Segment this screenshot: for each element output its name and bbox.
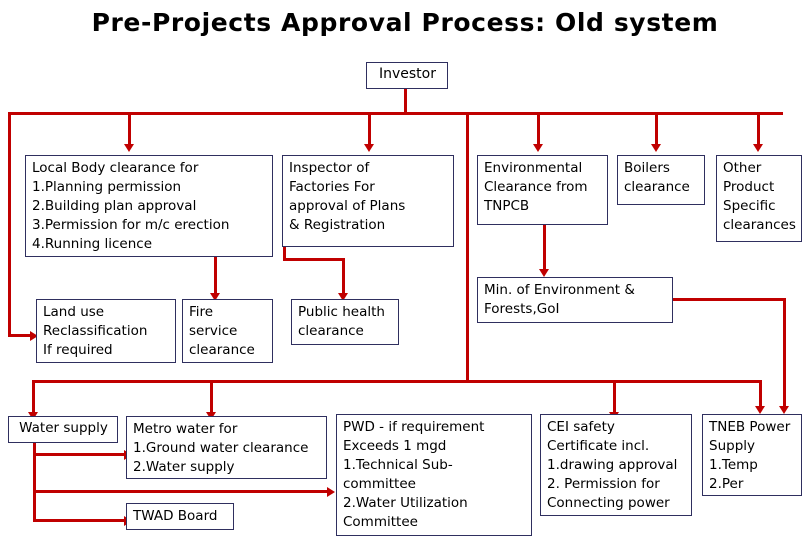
connector-bus-to-inspector bbox=[368, 112, 371, 145]
connector-watersupply-to-twad bbox=[33, 519, 126, 522]
connector-bus-to-other bbox=[757, 112, 760, 145]
node-fire-service-clearance[interactable]: Fire service clearance bbox=[182, 299, 273, 363]
connector-bottom-bus bbox=[32, 380, 762, 383]
arrow-tneb-from-bus bbox=[755, 406, 765, 414]
node-metro-water[interactable]: Metro water for 1.Ground water clearance… bbox=[126, 416, 327, 479]
connector-bus-to-tneb bbox=[759, 380, 762, 408]
connector-investor-stem bbox=[404, 88, 407, 115]
connector-top-bus bbox=[8, 112, 783, 115]
connector-watersupply-rail bbox=[33, 442, 36, 522]
node-environmental-clearance[interactable]: Environmental Clearance from TNPCB bbox=[477, 155, 608, 225]
arrow-other-product bbox=[753, 144, 763, 152]
connector-inspector-drop bbox=[283, 246, 286, 260]
arrow-public-health bbox=[338, 293, 348, 301]
connector-left-rail-into-landuse bbox=[8, 334, 32, 337]
node-twad-board[interactable]: TWAD Board bbox=[126, 503, 234, 530]
node-local-body-clearance[interactable]: Local Body clearance for 1.Planning perm… bbox=[25, 155, 273, 257]
node-other-product-clearances[interactable]: Other Product Specific clearances bbox=[716, 155, 802, 242]
arrow-pwd bbox=[327, 487, 335, 497]
connector-min-out bbox=[672, 298, 785, 301]
connector-inspector-across bbox=[283, 258, 345, 261]
connector-bus-to-environmental bbox=[537, 112, 540, 145]
node-investor[interactable]: Investor bbox=[366, 62, 448, 89]
connector-watersupply-to-metro bbox=[33, 453, 126, 456]
node-public-health-clearance[interactable]: Public health clearance bbox=[291, 299, 399, 345]
page-title: Pre-Projects Approval Process: Old syste… bbox=[91, 8, 719, 37]
arrow-environmental bbox=[533, 144, 543, 152]
arrow-boilers bbox=[651, 144, 661, 152]
node-inspector-of-factories[interactable]: Inspector of Factories For approval of P… bbox=[282, 155, 454, 247]
connector-environmental-to-min bbox=[543, 224, 546, 270]
node-pwd-requirement[interactable]: PWD - if requirement Exceeds 1 mgd 1.Tec… bbox=[336, 414, 532, 536]
arrow-localbody bbox=[124, 144, 134, 152]
node-boilers-clearance[interactable]: Boilers clearance bbox=[617, 155, 705, 205]
connector-localbody-to-fire bbox=[214, 256, 217, 294]
node-min-environment-forests[interactable]: Min. of Environment & Forests,GoI bbox=[477, 277, 673, 323]
node-tneb-power-supply[interactable]: TNEB Power Supply 1.Temp 2.Per bbox=[702, 414, 802, 496]
arrow-min-environment bbox=[539, 269, 549, 277]
arrow-fire-service bbox=[210, 293, 220, 301]
connector-bus-to-metrowater bbox=[210, 380, 213, 413]
connector-bus-to-localbody bbox=[128, 112, 131, 145]
node-land-use-reclassification[interactable]: Land use Reclassification If required bbox=[36, 299, 176, 363]
connector-bottom-bus-left-stub bbox=[32, 380, 35, 413]
connector-watersupply-to-pwd bbox=[33, 490, 329, 493]
connector-bus-to-boilers bbox=[655, 112, 658, 145]
connector-middle-rail bbox=[466, 112, 469, 382]
node-cei-safety-certificate[interactable]: CEI safety Certificate incl. 1.drawing a… bbox=[540, 414, 692, 516]
arrow-inspector bbox=[364, 144, 374, 152]
arrow-land-use bbox=[30, 331, 38, 341]
arrow-tneb-from-min bbox=[779, 406, 789, 414]
node-water-supply[interactable]: Water supply bbox=[8, 416, 118, 443]
connector-inspector-to-publichealth bbox=[342, 258, 345, 294]
connector-left-rail bbox=[8, 112, 11, 337]
connector-bus-to-cei bbox=[613, 380, 616, 413]
connector-min-to-tneb bbox=[783, 298, 786, 408]
